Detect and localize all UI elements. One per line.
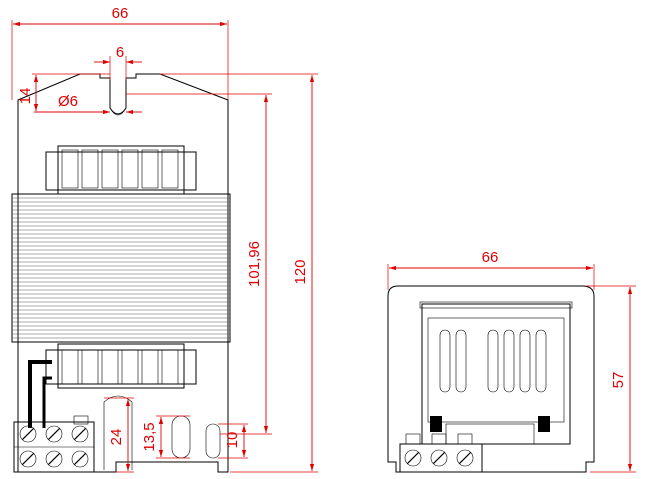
screw-slot [47,427,61,441]
screw-head [19,425,37,443]
fin [455,329,467,393]
screw-slot [73,452,87,466]
lead-wires [28,360,52,428]
fin [503,329,515,393]
side-outline [387,285,595,473]
front-dimensions: 66 6 Ø6 14 101,96 120 24 13,5 [11,5,318,473]
slot-offset-dim: 10 [224,432,241,449]
fin [439,329,451,393]
screw-head [45,450,63,468]
lower-bobbin [45,343,197,389]
screw-head [19,450,37,468]
screw-slot [73,427,87,441]
screw-slot [406,451,420,465]
terminal-block [13,415,95,473]
top-offset-dim: 14 [17,88,34,105]
slot-height-dim: 13,5 [141,422,158,451]
front-view [11,73,231,473]
screw-head [456,449,474,467]
top-slot [109,78,127,116]
side-dimensions: 66 57 [387,249,636,473]
screw-head [404,449,422,467]
slot-width-dim: 6 [116,44,124,61]
overall-height-dim: 120 [292,259,309,284]
fin [487,329,499,393]
front-plate-outline [17,73,229,473]
screw-head [71,425,89,443]
side-terminals [399,416,550,473]
hole-span-dim: 101,96 [246,241,263,287]
fin [535,329,547,393]
screw-head [430,449,448,467]
screw-slot [47,452,61,466]
screw-head [71,450,89,468]
screw-slot [432,451,446,465]
hole-diameter-dim: Ø6 [58,93,78,110]
side-width-dim: 66 [482,249,499,266]
screw-slot [21,452,35,466]
screw-head [45,425,63,443]
bottom-offset-dim: 24 [108,429,125,446]
side-view [387,285,595,473]
fin [519,329,531,393]
cooling-fins [439,329,547,393]
front-width-dim: 66 [112,5,129,22]
laminated-core [11,193,231,343]
screw-slot [458,451,472,465]
upper-bobbin [45,145,197,195]
screw-slot [21,427,35,441]
side-height-dim: 57 [610,372,627,389]
